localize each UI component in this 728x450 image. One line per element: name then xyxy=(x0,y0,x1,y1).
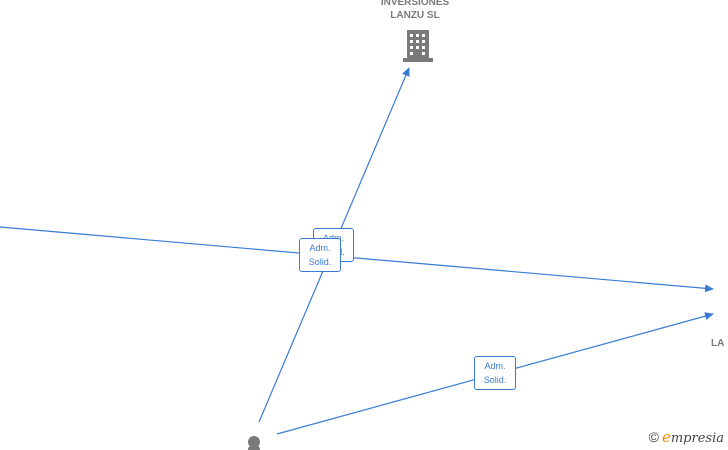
edge-line-left-to-right[interactable] xyxy=(0,226,714,293)
company-right-label[interactable]: LA xyxy=(711,338,725,349)
company-top-label-line1: INVERSIONES xyxy=(380,0,450,8)
brand-initial: e xyxy=(661,428,671,446)
edge-badge-front-role: Adm. xyxy=(309,243,331,253)
edge-badge-front-type: Solid. xyxy=(308,257,332,267)
edge-badge-front[interactable]: Adm. Solid. xyxy=(299,238,341,272)
edge-badge-right-role: Adm. xyxy=(484,361,506,371)
person-icon[interactable] xyxy=(248,436,260,450)
edge-badge-right[interactable]: Adm. Solid. xyxy=(474,356,516,390)
company-top-label[interactable]: INVERSIONES LANZU SL xyxy=(370,0,460,22)
building-icon[interactable] xyxy=(403,30,433,62)
edge-badge-right-type: Solid. xyxy=(483,375,507,385)
company-top-label-line2: LANZU SL xyxy=(390,10,440,21)
brand-name: mpresia xyxy=(670,431,724,446)
copyright-symbol: © xyxy=(648,429,659,445)
brand-logo: © empresia xyxy=(649,428,724,446)
